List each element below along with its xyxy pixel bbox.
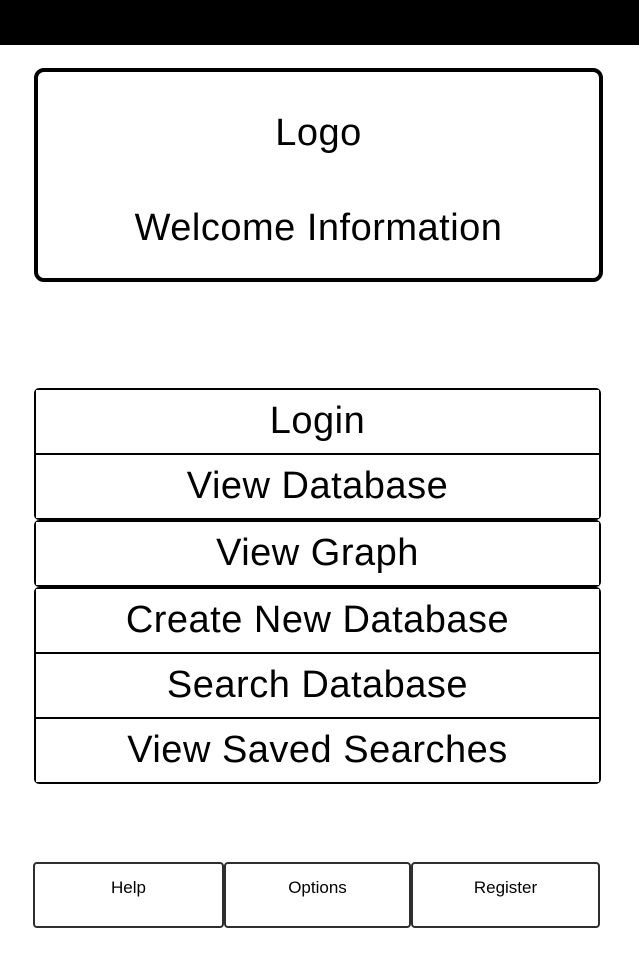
menu-item-create-new-database[interactable]: Create New Database (36, 589, 599, 652)
welcome-panel: Logo Welcome Information (34, 68, 603, 282)
logo-placeholder: Logo (275, 112, 362, 154)
footer-button-bar: Help Options Register (33, 862, 600, 928)
menu-item-view-graph[interactable]: View Graph (36, 522, 599, 585)
help-button[interactable]: Help (33, 862, 224, 928)
status-bar (0, 0, 639, 45)
menu-group-account: Login View Database (34, 388, 601, 520)
welcome-information-text: Welcome Information (134, 207, 503, 249)
main-menu: Login View Database View Graph Create Ne… (34, 388, 601, 784)
options-button[interactable]: Options (224, 862, 411, 928)
menu-group-graph: View Graph (34, 520, 601, 587)
register-button[interactable]: Register (411, 862, 600, 928)
menu-group-database-actions: Create New Database Search Database View… (34, 587, 601, 784)
menu-item-view-saved-searches[interactable]: View Saved Searches (36, 717, 599, 782)
menu-item-search-database[interactable]: Search Database (36, 652, 599, 717)
menu-item-login[interactable]: Login (36, 390, 599, 453)
menu-item-view-database[interactable]: View Database (36, 453, 599, 518)
